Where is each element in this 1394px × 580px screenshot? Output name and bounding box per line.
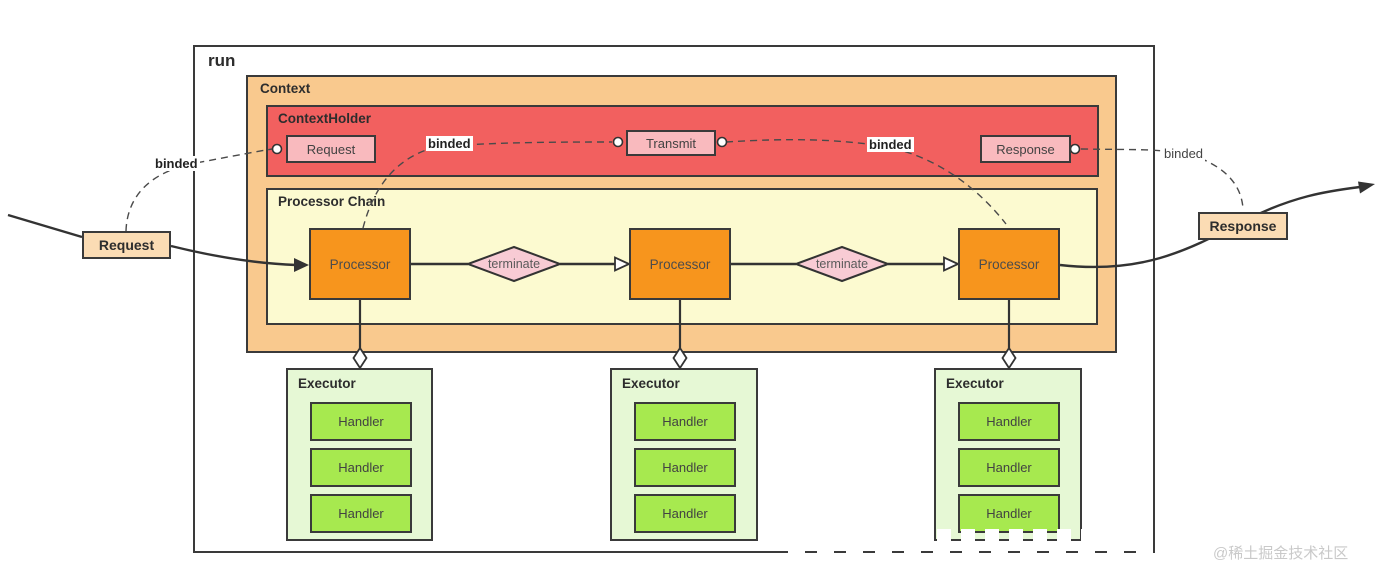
binded-curve-response bbox=[1080, 148, 1244, 209]
holder-request-label: Request bbox=[306, 141, 356, 157]
request-io-label: Request bbox=[98, 237, 155, 253]
hollow-diamond-icon bbox=[1001, 346, 1017, 370]
context-holder-label: ContextHolder bbox=[278, 111, 372, 126]
white-watermark-overlay bbox=[788, 546, 1164, 558]
response-io-label: Response bbox=[1209, 218, 1277, 234]
processor-label: Processor bbox=[329, 256, 391, 272]
processor-label: Processor bbox=[978, 256, 1040, 272]
binded-curve-transmit-right bbox=[725, 138, 1007, 225]
handler-box: Handler bbox=[634, 494, 736, 533]
handler-label: Handler bbox=[662, 506, 708, 521]
anchor-circle-icon bbox=[716, 136, 728, 148]
anchor-circle-icon bbox=[612, 136, 624, 148]
handler-box: Handler bbox=[958, 448, 1060, 487]
handler-box: Handler bbox=[958, 402, 1060, 441]
handler-box: Handler bbox=[958, 494, 1060, 533]
processor-box: Processor bbox=[629, 228, 731, 300]
holder-transmit-box: Transmit bbox=[626, 130, 716, 156]
terminate-text: terminate bbox=[815, 257, 869, 271]
handler-box: Handler bbox=[634, 402, 736, 441]
anchor-circle-icon bbox=[271, 143, 283, 155]
white-watermark-overlay bbox=[937, 529, 1083, 542]
handler-label: Handler bbox=[662, 460, 708, 475]
handler-label: Handler bbox=[338, 460, 384, 475]
hollow-diamond-icon bbox=[352, 346, 368, 370]
community-watermark: @稀土掘金技术社区 bbox=[1213, 545, 1349, 562]
holder-response-box: Response bbox=[980, 135, 1071, 163]
binded-label: binded bbox=[867, 137, 914, 152]
binded-curve-transmit-left bbox=[362, 141, 613, 229]
holder-request-box: Request bbox=[286, 135, 376, 163]
binded-label: binded bbox=[1162, 146, 1206, 161]
handler-label: Handler bbox=[986, 506, 1032, 521]
executor-box: Executor Handler Handler Handler bbox=[934, 368, 1082, 541]
processor-label: Processor bbox=[649, 256, 711, 272]
executor-label: Executor bbox=[298, 376, 356, 391]
executor-label: Executor bbox=[622, 376, 680, 391]
processor-chain-label: Processor Chain bbox=[278, 194, 386, 209]
handler-box: Handler bbox=[310, 402, 412, 441]
binded-label: binded bbox=[153, 156, 200, 171]
filled-arrowhead-icon bbox=[294, 258, 309, 272]
hollow-diamond-icon bbox=[672, 346, 688, 370]
terminate-diamond bbox=[793, 245, 891, 283]
executor-label: Executor bbox=[946, 376, 1004, 391]
handler-label: Handler bbox=[662, 414, 708, 429]
open-arrowhead-icon bbox=[614, 256, 632, 272]
holder-transmit-label: Transmit bbox=[645, 135, 697, 151]
terminate-diamond bbox=[465, 245, 563, 283]
handler-box: Handler bbox=[310, 494, 412, 533]
handler-label: Handler bbox=[986, 460, 1032, 475]
terminate-label: terminate bbox=[796, 255, 888, 273]
processor-box: Processor bbox=[309, 228, 411, 300]
processor-box: Processor bbox=[958, 228, 1060, 300]
executor-box: Executor Handler Handler Handler bbox=[610, 368, 758, 541]
handler-label: Handler bbox=[338, 414, 384, 429]
binded-curve-request bbox=[125, 148, 273, 232]
run-label: run bbox=[208, 51, 236, 70]
handler-label: Handler bbox=[986, 414, 1032, 429]
request-io-box: Request bbox=[82, 231, 171, 259]
filled-arrowhead-icon bbox=[1358, 181, 1375, 194]
incoming-request-line bbox=[7, 213, 83, 239]
handler-box: Handler bbox=[634, 448, 736, 487]
open-arrowhead-icon bbox=[943, 256, 961, 272]
response-io-box: Response bbox=[1198, 212, 1288, 240]
binded-label: binded bbox=[426, 136, 473, 151]
executor-box: Executor Handler Handler Handler bbox=[286, 368, 433, 541]
terminate-text: terminate bbox=[487, 257, 541, 271]
handler-label: Handler bbox=[338, 506, 384, 521]
holder-response-label: Response bbox=[996, 141, 1055, 157]
anchor-circle-icon bbox=[1069, 143, 1081, 155]
context-label: Context bbox=[260, 81, 311, 96]
handler-box: Handler bbox=[310, 448, 412, 487]
request-to-processor-line bbox=[170, 244, 297, 267]
terminate-label: terminate bbox=[468, 255, 560, 273]
